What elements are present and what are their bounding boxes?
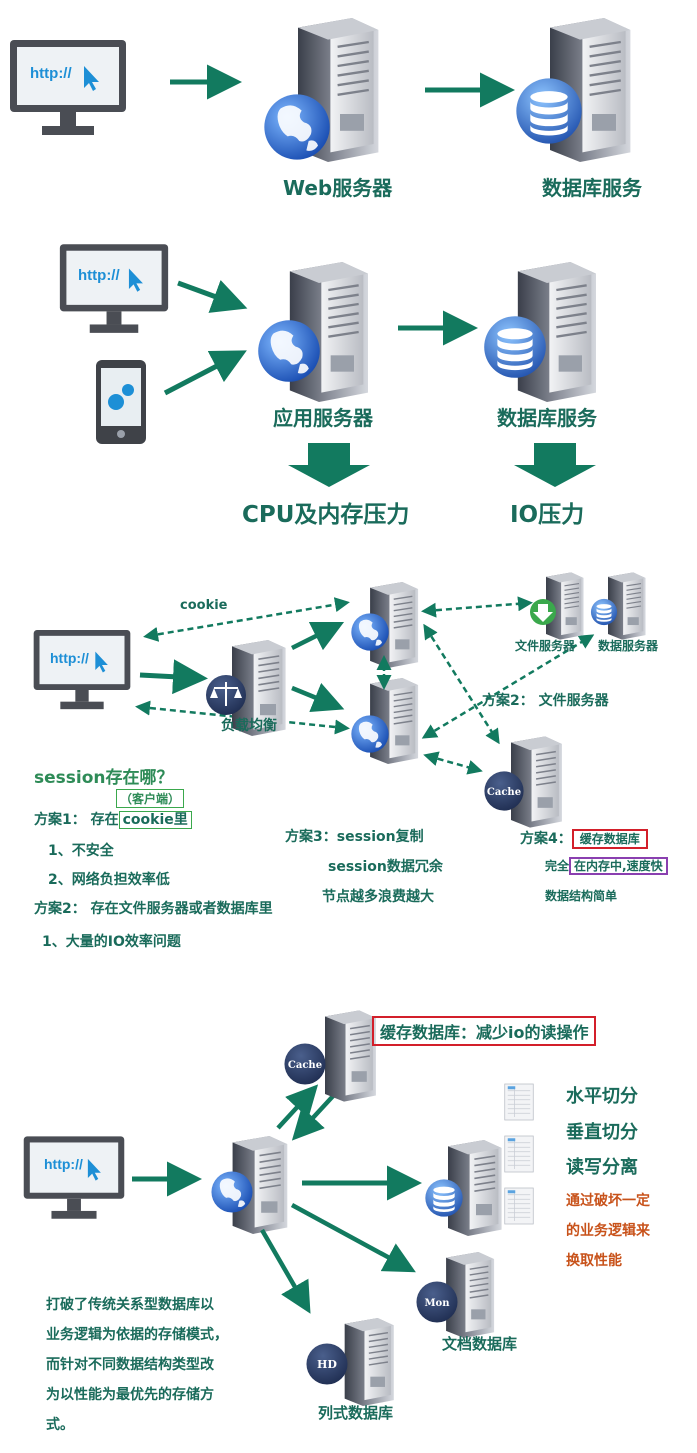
sharding-docs [504, 1083, 534, 1225]
url-text: http:// [44, 1156, 83, 1172]
plan1-prefix: 方案1： 存在 [34, 812, 119, 828]
browser-monitor-icon [10, 40, 126, 135]
desc-line-2: 业务逻辑为依据的存储模式， [46, 1327, 228, 1343]
mon-icon-text: Mon [424, 1298, 450, 1309]
data-server-label: 数据服务器 [598, 639, 659, 653]
plan4-line: 方案4：缓存数据库 [520, 828, 648, 849]
arrow-mobile-to-app [163, 350, 247, 396]
panel-3: http:// Cache [33, 572, 647, 828]
arrow-from-cache [291, 1093, 336, 1141]
link-to-data-server [421, 634, 595, 739]
globe-icon [211, 1171, 253, 1213]
cpu-pressure-label: CPU及内存压力 [242, 502, 410, 528]
cookie-label: cookie [180, 598, 228, 613]
document-icon [504, 1083, 534, 1121]
document-icon [504, 1187, 534, 1225]
split-vertical: 垂直切分 [566, 1122, 638, 1143]
desc-line-1: 打破了传统关系型数据库以 [46, 1297, 214, 1313]
document-icon [504, 1135, 534, 1173]
orange-line-3: 换取性能 [566, 1253, 622, 1269]
link-to-cache [423, 623, 500, 745]
url-text: http:// [78, 267, 120, 284]
panel-4: http:// Cache Mon HD [23, 1010, 534, 1406]
browser-monitor-icon [23, 1136, 125, 1219]
link-to-file-server [421, 596, 533, 618]
globe-icon [351, 613, 389, 651]
arrow-browser-to-app [177, 279, 248, 313]
cache-icon-text: Cache [288, 1060, 322, 1071]
app-server-label: 应用服务器 [273, 406, 373, 430]
database-icon [425, 1179, 463, 1217]
cache-icon-text: Cache [487, 787, 521, 798]
plan4-boxed: 缓存数据库 [571, 829, 648, 849]
arrow-to-column-db [260, 1228, 311, 1314]
url-text: http:// [30, 65, 72, 82]
desc-line-3: 而针对不同数据结构类型改 [46, 1357, 214, 1373]
panel-2: http:// [59, 244, 598, 487]
browser-monitor-icon [59, 244, 169, 333]
orange-line-1: 通过破坏一定 [566, 1193, 650, 1209]
url-text: http:// [50, 650, 89, 666]
down-arrow-io [514, 443, 596, 487]
database-icon [484, 316, 546, 378]
plan2-item-1: 1、大量的IO效率问题 [42, 934, 181, 950]
rw-split: 读写分离 [566, 1157, 638, 1178]
orange-line-2: 的业务逻辑来 [566, 1223, 650, 1239]
panel-1: http:// [10, 18, 632, 162]
column-db-label: 列式数据库 [318, 1404, 394, 1422]
arrow-lb-to-server2 [291, 682, 345, 713]
link-server2-to-cache [423, 751, 483, 775]
cache-server-icon [324, 1010, 377, 1102]
plan4-line-2: 完全在内存中,速度快 [545, 857, 668, 875]
plan2-text: 方案2： 存在文件服务器或者数据库里 [34, 901, 273, 917]
db-service-label: 数据库服务 [497, 406, 597, 430]
plan1-boxed: cookie里 [118, 811, 192, 829]
plan3-item-2: 节点越多浪费越大 [322, 889, 434, 905]
arrow-lb-to-server1 [290, 621, 345, 651]
desc-line-4: 为以性能为最优先的存储方 [46, 1387, 214, 1403]
scale-icon [206, 675, 246, 715]
arrow-to-doc-db [290, 1203, 416, 1273]
database-icon [590, 598, 618, 626]
load-balancer-label: 负载均衡 [221, 718, 277, 734]
plan4-prefix: 方案4： [520, 831, 572, 847]
plan1-item-1: 1、不安全 [48, 843, 114, 859]
io-pressure-label: IO压力 [510, 502, 585, 528]
column-db-server-icon [343, 1318, 395, 1406]
globe-icon [351, 715, 389, 753]
hd-icon-text: HD [317, 1358, 337, 1371]
database-icon [516, 78, 582, 144]
cache-note: 缓存数据库：减少io的读操作 [372, 1016, 597, 1046]
plan1-item-2: 2、网络负担效率低 [48, 872, 170, 888]
cookie-link [143, 597, 350, 642]
globe-icon [264, 94, 330, 160]
mobile-phone-icon [96, 360, 146, 444]
plan2-top-label: 方案2： 文件服务器 [482, 693, 609, 709]
plan3-item-1: session数据冗余 [328, 859, 443, 875]
plan4-line-3: 数据结构简单 [545, 889, 618, 903]
plan3-title: 方案3：session复制 [285, 829, 424, 845]
browser-monitor-icon [33, 630, 131, 710]
doc-db-label: 文档数据库 [442, 1335, 518, 1353]
plan4-line2-prefix: 完全 [545, 859, 570, 873]
arrow-to-lb [139, 659, 208, 695]
db-service-label: 数据库服务 [542, 176, 642, 200]
down-arrow-cpu [288, 443, 370, 487]
download-icon [530, 599, 556, 625]
file-server-label: 文件服务器 [515, 639, 576, 653]
plan4-line2-boxed: 在内存中,速度快 [569, 857, 668, 875]
split-horizontal: 水平切分 [566, 1086, 638, 1107]
client-tag: （客户端） [116, 789, 185, 808]
desc-line-5: 式。 [46, 1417, 74, 1433]
globe-icon [258, 320, 320, 382]
web-server-label: Web服务器 [283, 176, 393, 200]
session-question: session存在哪？ [34, 768, 174, 788]
